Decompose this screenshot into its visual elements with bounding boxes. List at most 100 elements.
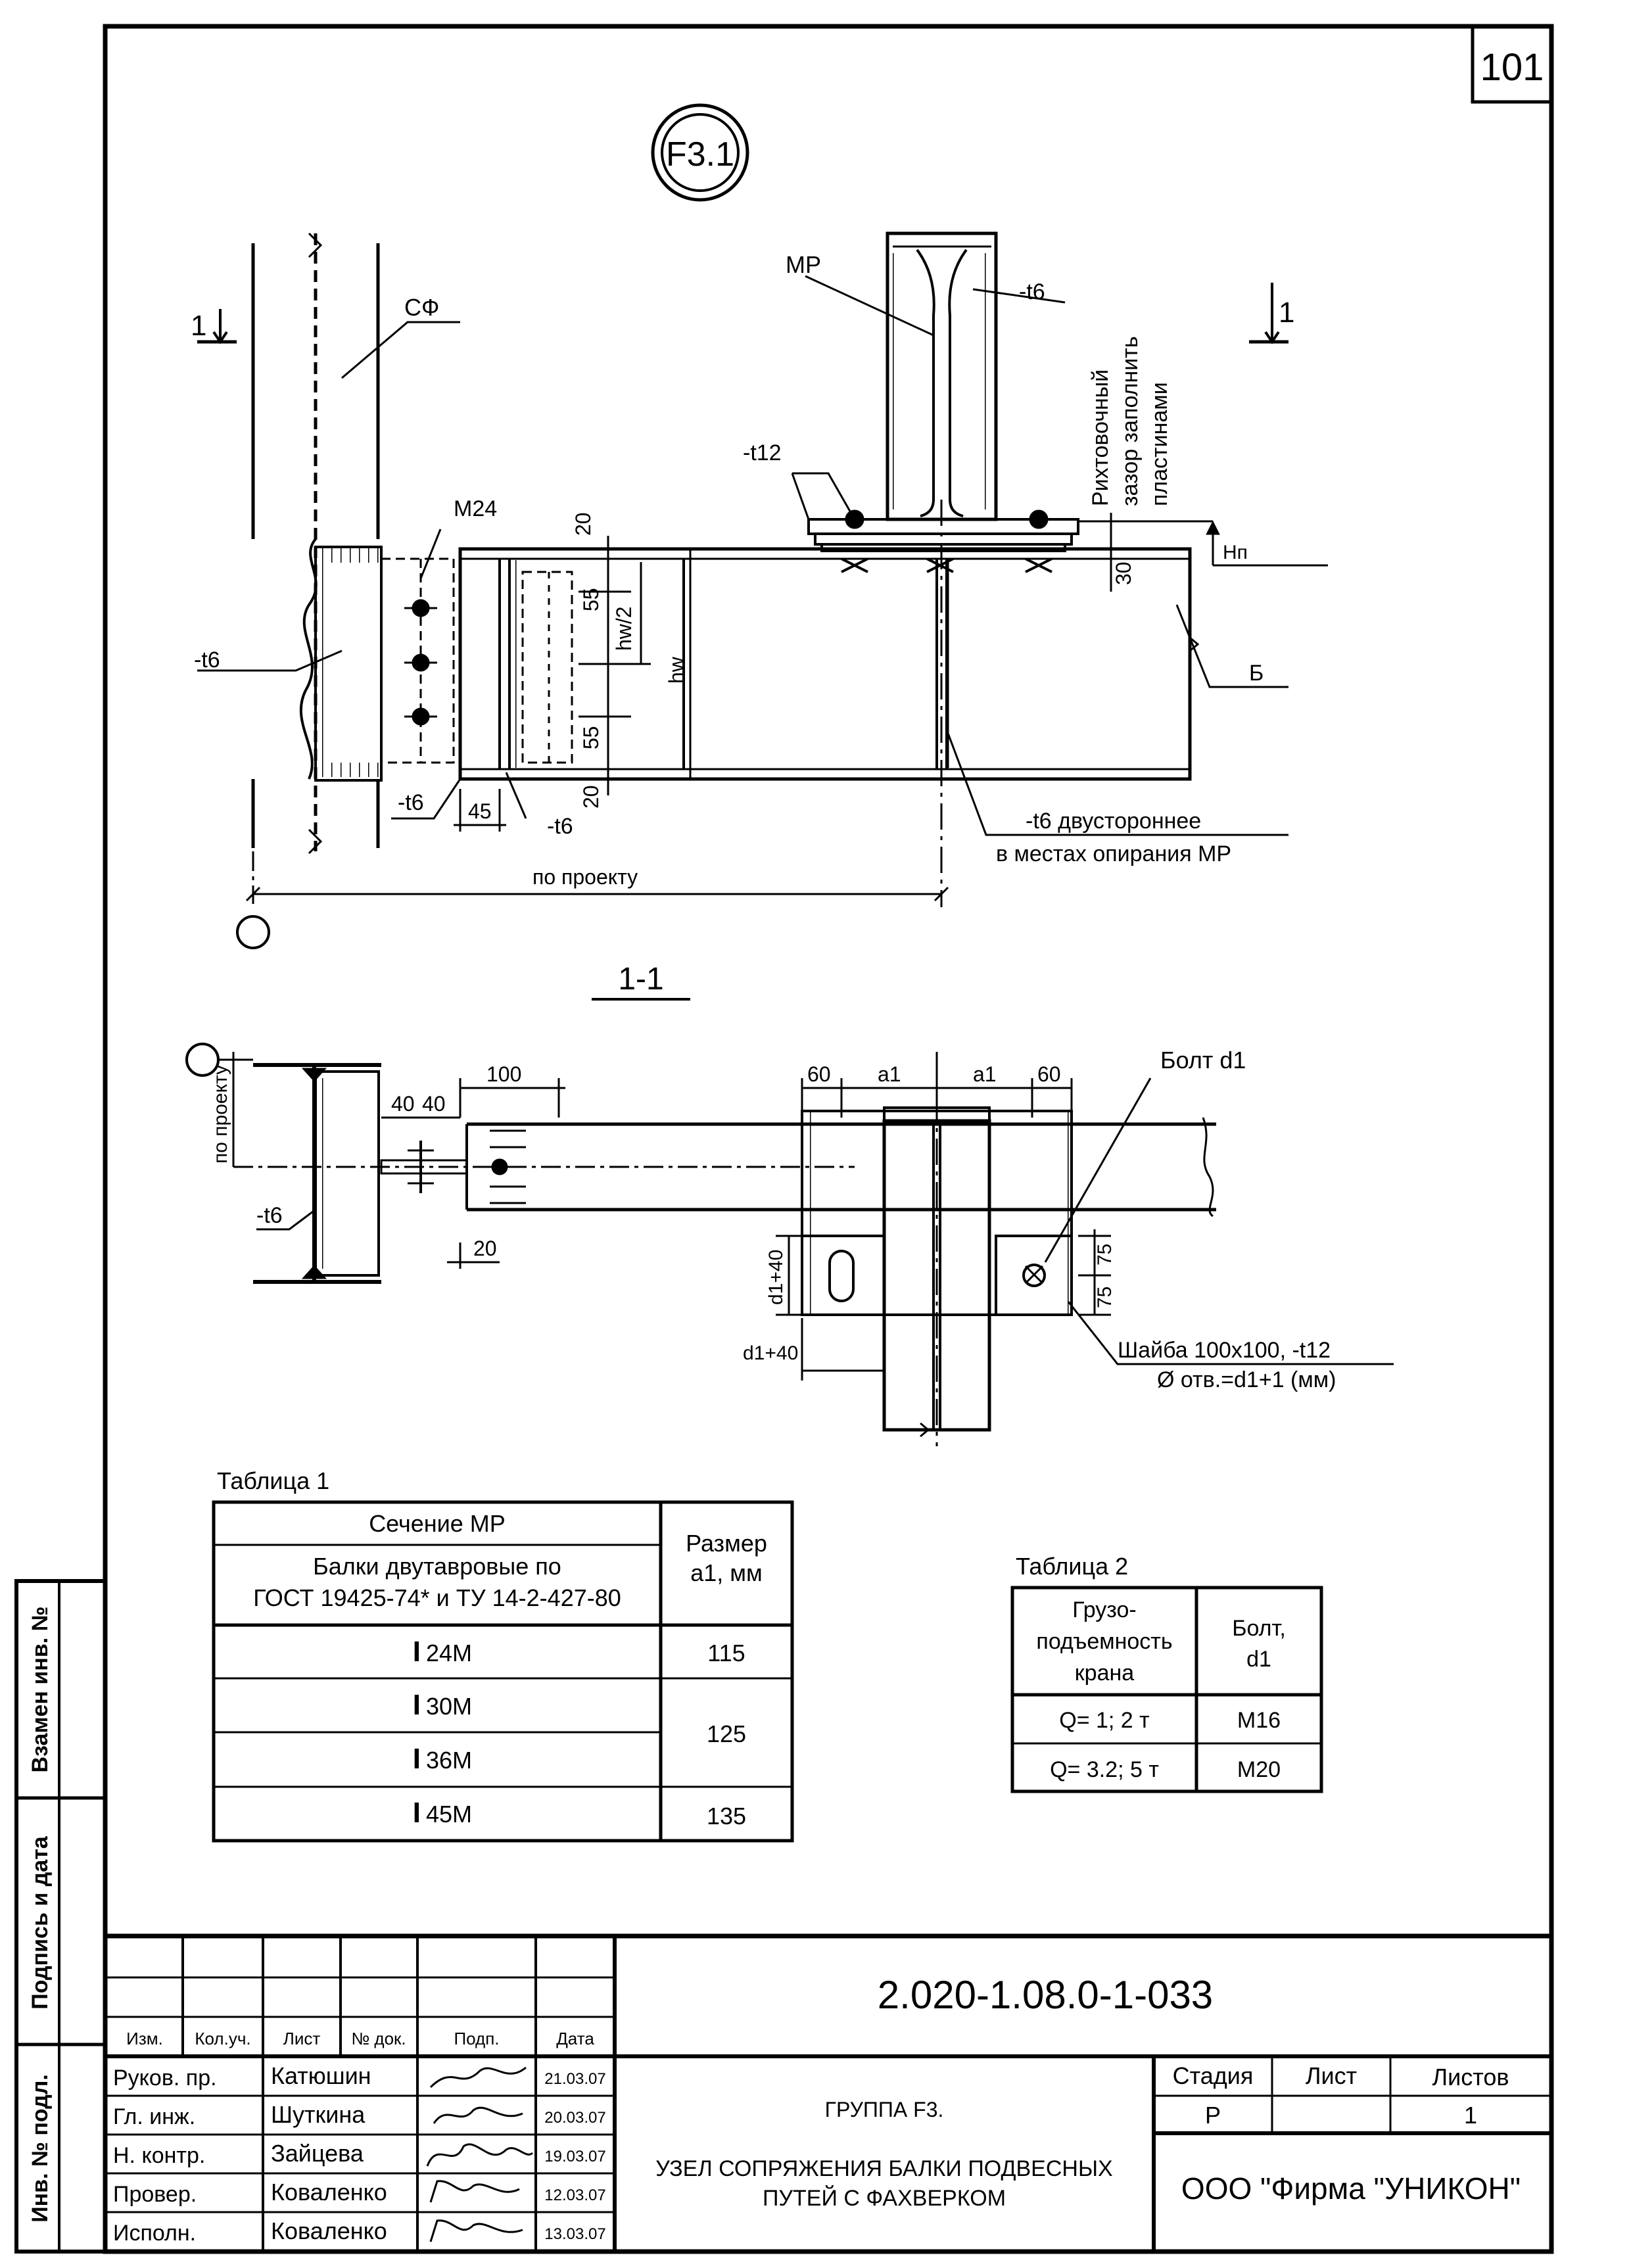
table2-h1-3: крана <box>1075 1661 1134 1686</box>
signer-date: 12.03.07 <box>544 2186 605 2204</box>
signer-role: Гл. инж. <box>113 2104 195 2129</box>
table-1: Таблица 1 Сечение МР Балки двутавровые п… <box>212 1467 794 1843</box>
signer-row: Н. контр. Зайцева 19.03.07 <box>113 2140 606 2168</box>
section-1-1-labels: 1-1 по проекту -t6 40 40 100 20 60 a1 a1… <box>210 962 1336 1392</box>
signer-role: Исполн. <box>113 2221 196 2246</box>
label-rikht-3: пластинами <box>1147 382 1172 506</box>
company-name: ООО "Фирма "УНИКОН" <box>1181 2171 1521 2206</box>
table1-header-2: Балки двутавровые по <box>313 1553 561 1580</box>
table1-header-1: Сечение МР <box>369 1510 506 1537</box>
signer-name: Зайцева <box>271 2140 364 2167</box>
signer-row: Исполн. Коваленко 13.03.07 <box>113 2217 606 2246</box>
sheets-value: 1 <box>1464 2102 1477 2129</box>
table1-header-3: ГОСТ 19425-74* и ТУ 14-2-427-80 <box>253 1584 621 1611</box>
dim-55-bottom: 55 <box>579 726 603 749</box>
signer-name: Катюшин <box>271 2062 371 2089</box>
stamp-signature-date: Подпись и дата <box>28 1835 53 2010</box>
dim-a1-left: a1 <box>878 1062 901 1086</box>
table1-size: 115 <box>707 1640 745 1666</box>
label-t6-stiffener: -t6 <box>547 814 573 839</box>
dim-20-bottom: 20 <box>579 785 603 809</box>
label-t6-double-1: -t6 двустороннее <box>1026 809 1201 834</box>
table1-row-2: I 30М <box>413 1689 472 1721</box>
plan-view <box>197 231 1328 949</box>
sheet-number: 101 <box>1480 46 1544 89</box>
i-beam-icon: I <box>413 1797 421 1829</box>
table2-bolt: М20 <box>1237 1757 1281 1782</box>
i-beam-icon: I <box>413 1743 421 1775</box>
dim-75-top: 75 <box>1094 1244 1116 1265</box>
dim-60-right: 60 <box>1037 1062 1061 1086</box>
section-title: 1-1 <box>618 962 663 997</box>
dim-20-top: 20 <box>571 512 595 536</box>
label-washer-2: Ø отв.=d1+1 (мм) <box>1157 1367 1336 1392</box>
label-washer-1: Шайба 100х100, -t12 <box>1118 1338 1331 1363</box>
stage-value: Р <box>1205 2102 1221 2129</box>
table1-size-header-1: Размер <box>686 1530 767 1557</box>
label-t6-double-2: в местах опирания МР <box>996 841 1231 866</box>
plan-view-labels: 1 1 СФ МР -t6 -t12 М24 -t6 -t6 -t6 Б Нп … <box>191 251 1294 889</box>
label-rikht-2: зазор заполнить <box>1118 336 1143 506</box>
drawing-code: 2.020-1.08.0-1-033 <box>878 1973 1213 2017</box>
signer-date: 19.03.07 <box>544 2148 605 2165</box>
dim-60-left: 60 <box>807 1062 831 1086</box>
table2-load: Q= 3.2; 5 т <box>1050 1757 1159 1782</box>
table2-caption: Таблица 2 <box>1016 1553 1128 1580</box>
label-hn: Нп <box>1223 542 1248 563</box>
table2-h1-1: Грузо- <box>1072 1597 1136 1622</box>
signer-name: Шуткина <box>271 2101 366 2128</box>
dim-a1-right: a1 <box>973 1062 997 1086</box>
label-b: Б <box>1249 661 1264 686</box>
section-1-1 <box>185 998 1394 1446</box>
dim-45: 45 <box>468 799 492 823</box>
signer-row: Руков. пр. Катюшин 21.03.07 <box>113 2062 606 2091</box>
table1-size: 135 <box>707 1803 746 1830</box>
label-t12: -t12 <box>743 440 782 465</box>
dim-100: 100 <box>486 1062 521 1086</box>
stamp-original-inv: Инв. № подл. <box>28 2074 53 2223</box>
table2-bolt: М16 <box>1237 1708 1281 1733</box>
label-t6-mr: -t6 <box>1019 279 1045 304</box>
dim-40-b: 40 <box>422 1092 446 1116</box>
header-izm: Изм. <box>126 2029 163 2048</box>
signature-mark <box>433 2106 523 2124</box>
label-t6-column: -t6 <box>194 648 220 673</box>
table2-row-1: Q= 1; 2 т М16 <box>1059 1708 1281 1733</box>
side-stamp: Взамен инв. № Подпись и дата Инв. № подл… <box>28 1606 53 2222</box>
table1-section: 24М <box>426 1640 472 1666</box>
table2-row-2: Q= 3.2; 5 т М20 <box>1050 1757 1281 1782</box>
table2-h2-1: Болт, <box>1232 1616 1286 1641</box>
signer-role: Руков. пр. <box>113 2066 217 2091</box>
header-list: Лист <box>283 2029 321 2048</box>
dim-20-section: 20 <box>473 1237 497 1260</box>
table1-section: 45М <box>426 1801 472 1828</box>
i-beam-icon: I <box>413 1636 421 1668</box>
signer-date: 21.03.07 <box>544 2070 605 2088</box>
table1-section: 36М <box>426 1747 472 1774</box>
svg-text:F3.1: F3.1 <box>666 135 734 174</box>
section-mark-left: 1 <box>191 310 206 342</box>
section-mark-right: 1 <box>1279 296 1294 329</box>
signer-row: Гл. инж. Шуткина 20.03.07 <box>113 2101 606 2129</box>
signature-mark <box>429 2180 520 2203</box>
table1-size-header-2: а1, мм <box>690 1559 763 1586</box>
signature-mark <box>426 2143 534 2167</box>
header-kol-uch: Кол.уч. <box>195 2029 250 2048</box>
table1-row-1: I 24М 115 <box>413 1636 745 1668</box>
signer-name: Коваленко <box>271 2217 387 2244</box>
dim-55-top: 55 <box>579 588 603 611</box>
label-bolt: Болт d1 <box>1160 1047 1246 1074</box>
dim-40-a: 40 <box>391 1092 415 1116</box>
label-t6-plate: -t6 <box>398 790 424 815</box>
i-beam-icon: I <box>413 1689 421 1721</box>
label-t6-section: -t6 <box>256 1203 283 1228</box>
label-sf: СФ <box>404 294 439 321</box>
header-signature: Подп. <box>454 2029 499 2048</box>
label-po-proektu: по проекту <box>532 865 638 889</box>
header-doc-no: № док. <box>351 2029 406 2048</box>
group-label: ГРУППА F3. <box>825 2098 944 2121</box>
signature-mark <box>429 2219 523 2242</box>
signer-row: Провер. Коваленко 12.03.07 <box>113 2179 606 2207</box>
signature-mark <box>429 2066 527 2089</box>
